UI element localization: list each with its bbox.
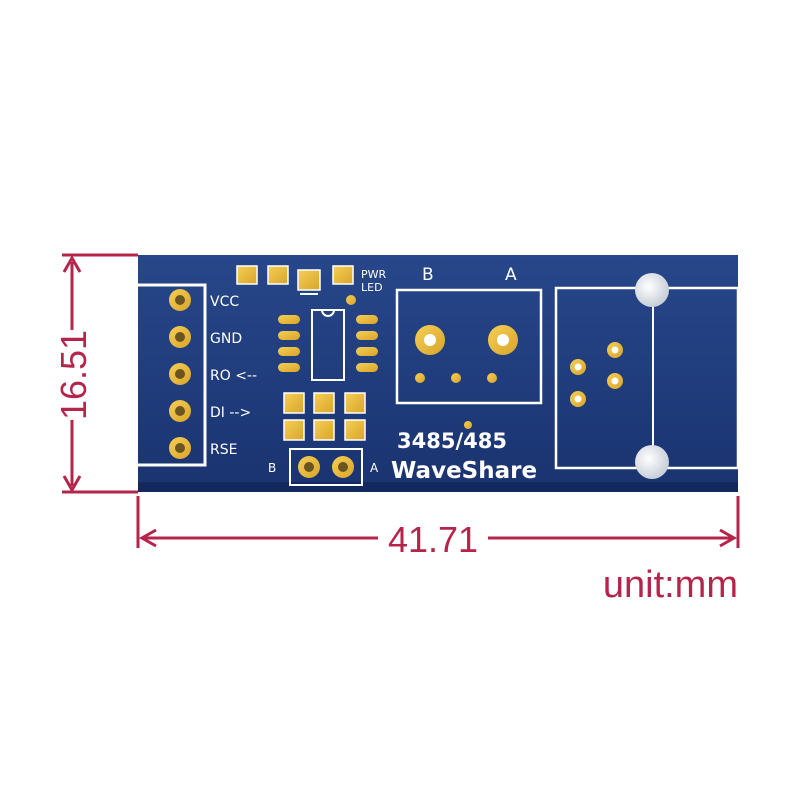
pin-hole	[175, 332, 185, 342]
led-label-led: LED	[361, 281, 383, 294]
smd-pads-top	[236, 265, 356, 305]
pin-hole	[175, 369, 185, 379]
terminal-label-b: B	[422, 265, 434, 285]
passive-pads	[283, 392, 366, 441]
model-label: 3485/485	[397, 429, 507, 453]
header-outline	[138, 283, 207, 467]
pin-label-gnd: GND	[210, 331, 242, 347]
header-label-a: A	[370, 461, 379, 475]
brand-label: WaveShare	[391, 458, 537, 484]
ab-header	[289, 448, 363, 486]
width-dimension	[136, 496, 740, 548]
height-dimension	[62, 253, 138, 494]
unit-label: unit:mm	[603, 564, 738, 606]
width-value: 41.71	[388, 519, 478, 560]
terminal-label-a: A	[505, 265, 517, 285]
pin-hole	[175, 295, 185, 305]
pin-label-vcc: VCC	[210, 294, 239, 310]
pin-label-di: DI -->	[210, 405, 251, 421]
height-value: 16.51	[53, 330, 94, 420]
terminal-pads	[415, 325, 518, 383]
header-label-b: B	[268, 461, 276, 475]
connector-outline	[554, 273, 740, 479]
ic-footprint	[278, 309, 378, 381]
via	[464, 421, 472, 429]
pin-header	[169, 289, 191, 459]
pcb-shadow	[138, 482, 738, 492]
pin-label-rse: RSE	[210, 442, 237, 458]
terminal-block	[395, 288, 543, 405]
pin-hole	[175, 406, 185, 416]
pin-hole	[175, 443, 185, 453]
led-label-pwr: PWR	[361, 268, 387, 281]
pin-label-ro: RO <--	[210, 368, 257, 384]
